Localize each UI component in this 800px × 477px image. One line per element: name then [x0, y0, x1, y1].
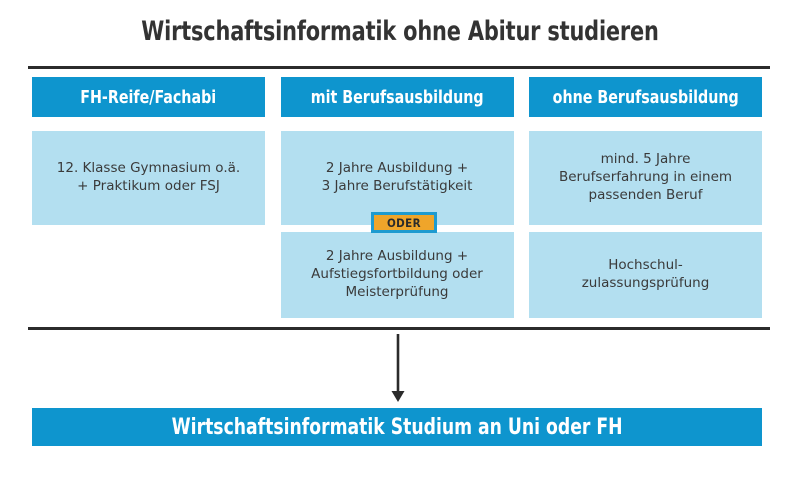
page-title: Wirtschaftsinformatik ohne Abitur studie… [141, 16, 659, 47]
down-arrow-icon [391, 334, 405, 402]
card-ohne-berufsausbildung-2: Hochschul- zulassungsprüfung [529, 232, 762, 318]
divider-bottom [28, 327, 770, 330]
column-header-fh-reife[interactable]: FH-Reife/Fachabi [32, 77, 265, 117]
column-fh-reife: FH-Reife/Fachabi 12. Klasse Gymnasium o.… [32, 77, 265, 318]
column-header-label: FH-Reife/Fachabi [80, 86, 217, 108]
column-header-label: mit Berufsausbildung [310, 86, 484, 108]
columns-container: FH-Reife/Fachabi 12. Klasse Gymnasium o.… [32, 77, 762, 318]
divider-top [28, 66, 770, 69]
column-header-ohne-berufsausbildung[interactable]: ohne Berufsausbildung [529, 77, 762, 117]
card-mit-berufsausbildung-1: 2 Jahre Ausbildung + 3 Jahre Berufstätig… [280, 131, 514, 225]
result-banner: Wirtschaftsinformatik Studium an Uni ode… [32, 408, 762, 446]
card-ohne-berufsausbildung-1: mind. 5 Jahre Berufserfahrung in einem p… [529, 131, 762, 225]
column-header-label: ohne Berufsausbildung [552, 86, 739, 108]
oder-badge: ODER [371, 212, 437, 233]
card-fh-reife-1: 12. Klasse Gymnasium o.ä. + Praktikum od… [32, 131, 265, 225]
column-header-mit-berufsausbildung[interactable]: mit Berufsausbildung [280, 77, 514, 117]
column-ohne-berufsausbildung: ohne Berufsausbildung mind. 5 Jahre Beru… [529, 77, 762, 318]
card-mit-berufsausbildung-2: 2 Jahre Ausbildung + Aufstiegsfortbildun… [280, 232, 514, 318]
column-mit-berufsausbildung: mit Berufsausbildung 2 Jahre Ausbildung … [280, 77, 514, 318]
result-banner-label: Wirtschaftsinformatik Studium an Uni ode… [171, 414, 623, 440]
